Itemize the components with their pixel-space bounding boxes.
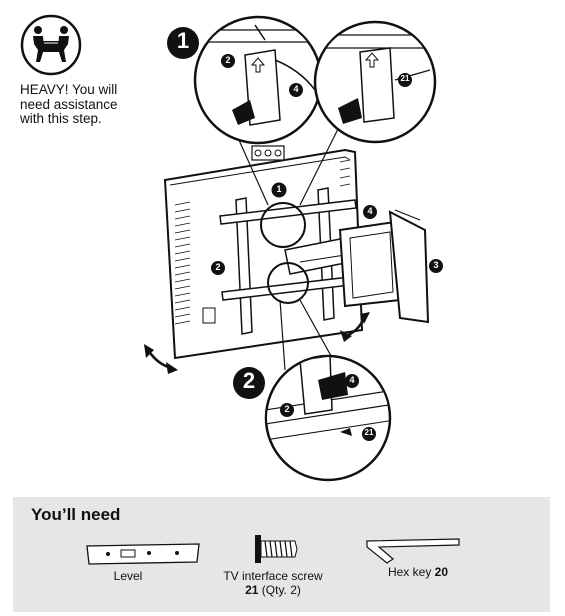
screw-part-number: 21 [245,582,259,597]
callout-4b: 4 [367,206,373,216]
level-icon [86,543,200,565]
heavy-warning-text: HEAVY! You will need assistance with thi… [20,82,135,127]
warning-line-3: with this step. [20,111,102,126]
screw-label-line2: 21 (Qty. 2) [208,582,338,598]
callout-3: 3 [433,260,439,270]
warning-line-1: HEAVY! You will [20,82,118,97]
screw-label-line1: TV interface screw [223,569,323,583]
callout-4c: 4 [349,375,355,385]
callout-1: 1 [276,184,282,194]
callout-21b: 21 [364,428,374,437]
youll-need-panel: You’ll need Level TV interface screw 21 … [13,497,550,612]
callout-2c: 2 [284,404,290,414]
hex-key-label: Hex key 20 [363,565,473,580]
screw-quantity: (Qty. 2) [261,582,301,597]
youll-need-title: You’ll need [31,505,121,524]
screw-icon [255,535,298,563]
hex-key-part-number: 20 [434,565,449,579]
two-person-lift-icon [20,14,82,76]
hex-key-icon [366,538,460,564]
step-1-badge: 1 [176,28,190,53]
hex-key-text: Hex key [387,565,432,579]
warning-line-2: need assistance [20,96,118,112]
level-label: Level [113,569,143,583]
callout-21: 21 [400,74,410,83]
callout-2: 2 [225,55,231,65]
callout-4: 4 [293,84,299,94]
step-2-badge: 2 [242,368,256,393]
screw-label: TV interface screw 21 (Qty. 2) [208,569,338,598]
mounting-illustration [144,15,443,482]
callout-2b: 2 [215,262,221,272]
